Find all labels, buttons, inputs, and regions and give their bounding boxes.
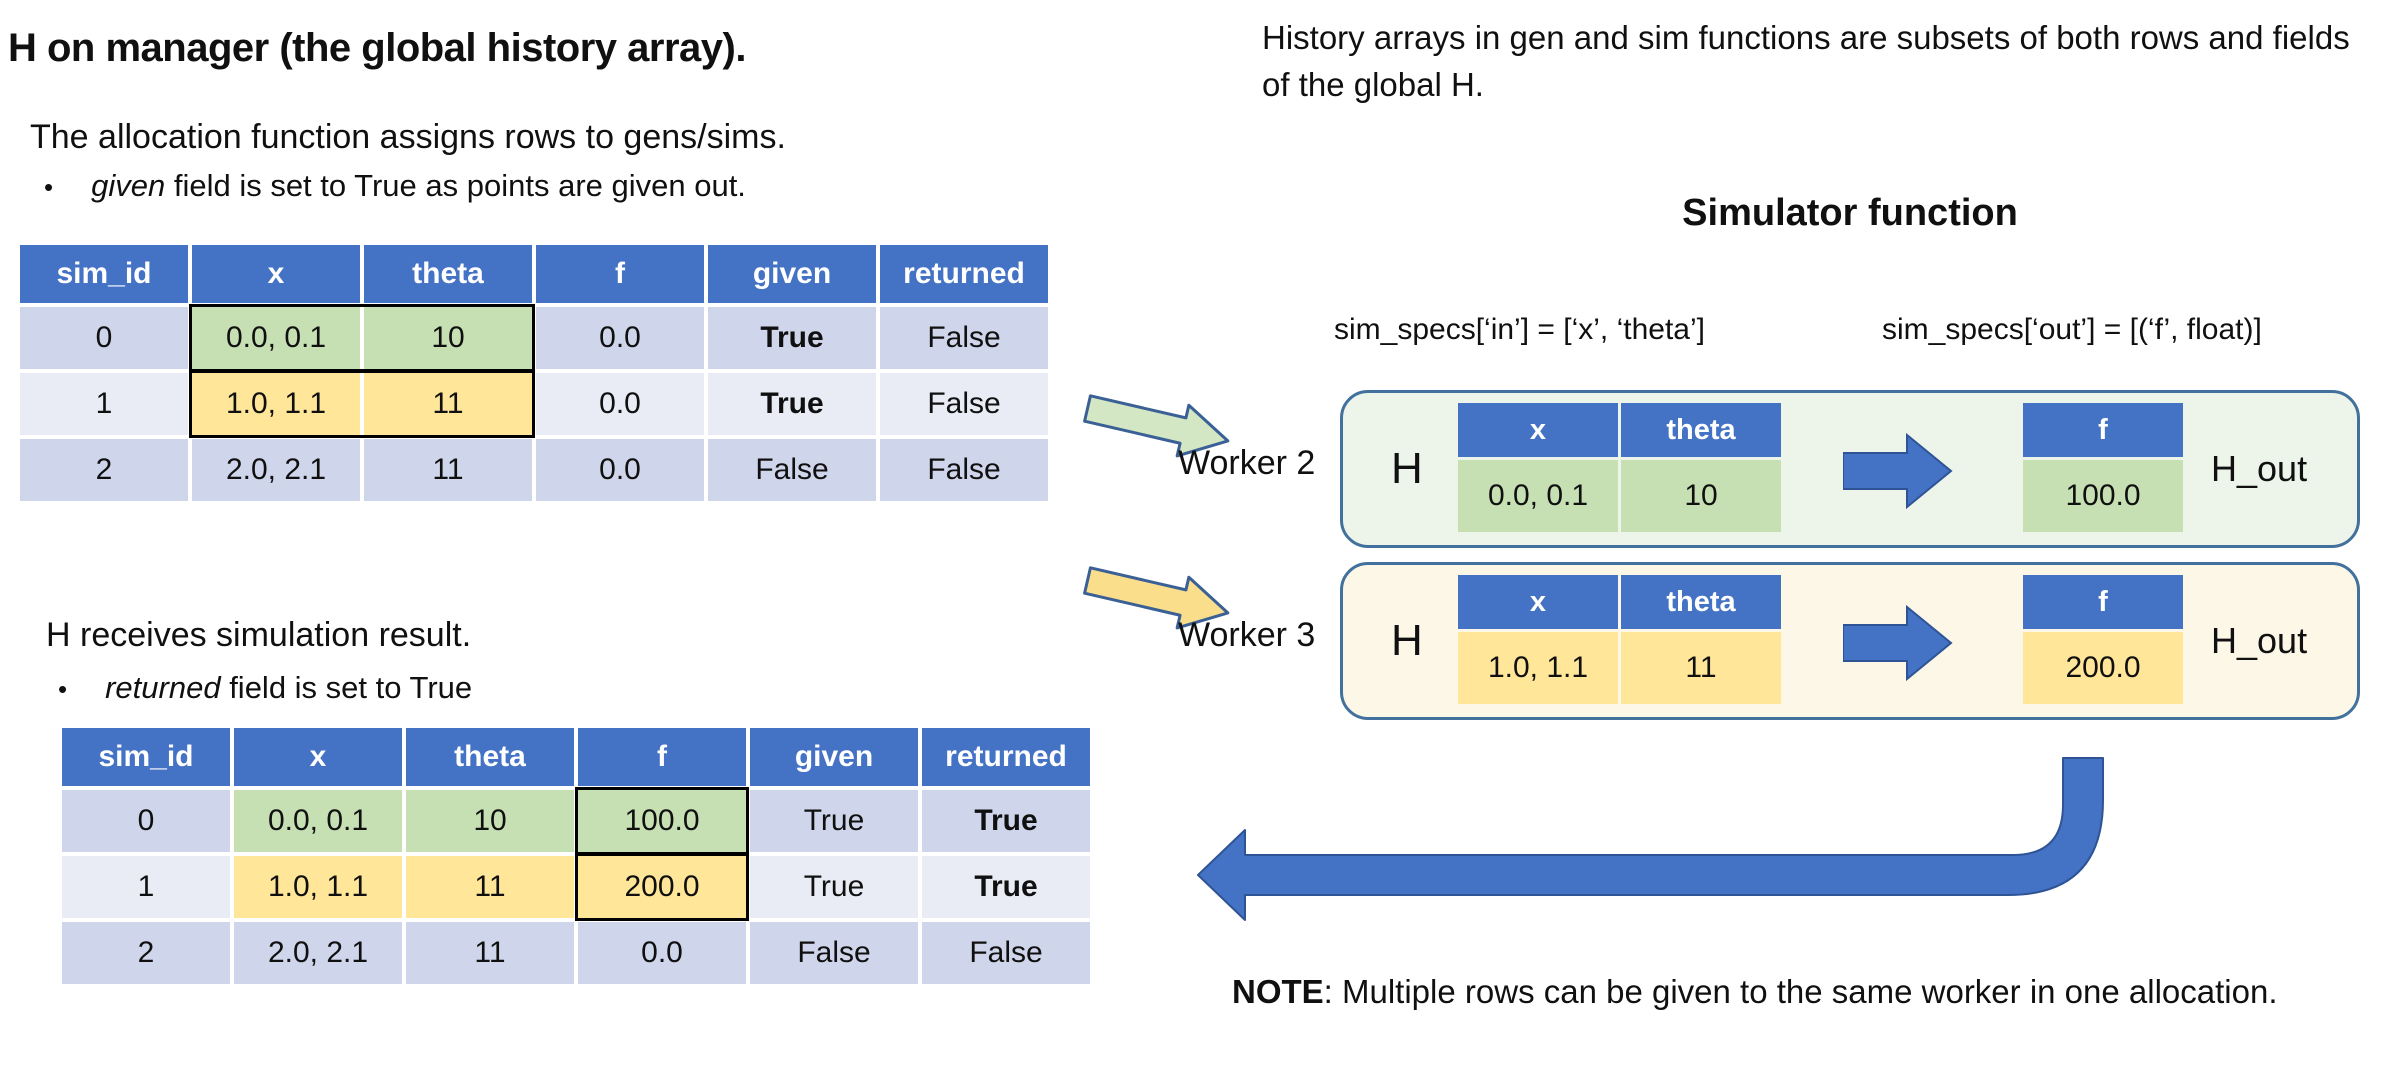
cell-highlight-green: 10 — [1621, 460, 1781, 532]
cell-highlight-yellow: 1.0, 1.1 — [234, 856, 402, 918]
worker2-box: H x theta 0.0, 0.1 10 f 100.0 H_out — [1340, 390, 2360, 548]
column-header: given — [750, 728, 918, 786]
worker2-output-table: f 100.0 — [2023, 403, 2183, 532]
cell-result-yellow: 200.0 — [578, 856, 746, 918]
cell: 0 — [20, 307, 188, 369]
cell: False — [750, 922, 918, 984]
note-text: NOTE: Multiple rows can be given to the … — [1232, 968, 2372, 1015]
column-header: theta — [364, 245, 532, 303]
column-header: f — [2023, 575, 2183, 629]
cell: False — [880, 373, 1048, 435]
cell-returned-true: True — [922, 790, 1090, 852]
column-header: theta — [1621, 403, 1781, 457]
hout-label: H_out — [2211, 620, 2308, 661]
cell-result-green: 100.0 — [578, 790, 746, 852]
column-header: f — [2023, 403, 2183, 457]
sim-specs-in: sim_specs[‘in’] = [‘x’, ‘theta’] — [1334, 313, 1705, 346]
cell: 11 — [406, 922, 574, 984]
column-header: returned — [880, 245, 1048, 303]
compute-arrow-icon — [1842, 604, 1953, 686]
column-header: f — [536, 245, 704, 303]
column-header: x — [1458, 575, 1618, 629]
allocation-heading: The allocation function assigns rows to … — [30, 118, 786, 156]
worker2-input-table: x theta 0.0, 0.1 10 — [1458, 403, 1781, 532]
column-header: given — [708, 245, 876, 303]
history-table-returned: sim_id x theta f given returned 0 0.0, 0… — [62, 728, 1090, 984]
cell-highlight-green: 10 — [364, 307, 532, 369]
cell: False — [922, 922, 1090, 984]
cell: 1 — [62, 856, 230, 918]
receive-heading: H receives simulation result. — [46, 616, 472, 654]
cell: 0.0 — [536, 439, 704, 501]
column-header: x — [1458, 403, 1618, 457]
note-bold: NOTE — [1232, 973, 1324, 1010]
cell-highlight-yellow: 11 — [364, 373, 532, 435]
receive-bullet: • returned field is set to True — [58, 670, 472, 706]
subset-note: History arrays in gen and sim functions … — [1262, 19, 2350, 103]
worker3-box: H x theta 1.0, 1.1 11 f 200.0 H_out — [1340, 562, 2360, 720]
cell-given-true: True — [708, 307, 876, 369]
cell: 2.0, 2.1 — [234, 922, 402, 984]
column-header: returned — [922, 728, 1090, 786]
return-elbow-arrow — [1197, 757, 2104, 921]
cell-highlight-yellow: 1.0, 1.1 — [1458, 632, 1618, 704]
column-header: x — [192, 245, 360, 303]
worker3-output-table: f 200.0 — [2023, 575, 2183, 704]
hout-label: H_out — [2211, 448, 2308, 489]
cell: True — [750, 790, 918, 852]
column-header: x — [234, 728, 402, 786]
receive-bullet-text: returned field is set to True — [105, 670, 473, 705]
cell-highlight-yellow: 11 — [1621, 632, 1781, 704]
h-label: H — [1391, 444, 1423, 493]
cell: 2 — [20, 439, 188, 501]
worker3-input-table: x theta 1.0, 1.1 11 — [1458, 575, 1781, 704]
worker3-label: Worker 3 — [1178, 616, 1316, 654]
column-header: theta — [406, 728, 574, 786]
h-label: H — [1391, 616, 1423, 665]
cell: True — [750, 856, 918, 918]
history-table-allocated: sim_id x theta f given returned 0 0.0, 0… — [20, 245, 1048, 501]
cell-highlight-yellow: 1.0, 1.1 — [192, 373, 360, 435]
column-header: sim_id — [62, 728, 230, 786]
cell-result-green: 100.0 — [2023, 460, 2183, 532]
cell: 1 — [20, 373, 188, 435]
allocation-arrow-green — [1078, 381, 1238, 474]
allocation-arrow-yellow — [1078, 553, 1238, 646]
cell-highlight-yellow: 11 — [406, 856, 574, 918]
column-header: theta — [1621, 575, 1781, 629]
column-header: f — [578, 728, 746, 786]
cell: 11 — [364, 439, 532, 501]
page-title: H on manager (the global history array). — [8, 26, 746, 70]
bullet-icon: • — [58, 674, 68, 704]
simulator-heading: Simulator function — [1682, 192, 2018, 234]
table-grid: sim_id x theta f given returned 0 0.0, 0… — [62, 728, 1090, 984]
cell: False — [708, 439, 876, 501]
sim-specs-out: sim_specs[‘out’] = [(‘f’, float)] — [1882, 313, 2262, 346]
bullet-icon: • — [44, 172, 54, 202]
cell-returned-true: True — [922, 856, 1090, 918]
allocation-bullet: • given field is set to True as points a… — [44, 168, 746, 204]
cell: 2.0, 2.1 — [192, 439, 360, 501]
worker2-label: Worker 2 — [1178, 444, 1316, 482]
cell-given-true: True — [708, 373, 876, 435]
cell: 0.0 — [536, 307, 704, 369]
cell-highlight-green: 0.0, 0.1 — [1458, 460, 1618, 532]
cell: 0.0 — [578, 922, 746, 984]
cell-result-yellow: 200.0 — [2023, 632, 2183, 704]
table-grid: sim_id x theta f given returned 0 0.0, 0… — [20, 245, 1048, 501]
column-header: sim_id — [20, 245, 188, 303]
cell-highlight-green: 0.0, 0.1 — [234, 790, 402, 852]
compute-arrow-icon — [1842, 432, 1953, 514]
cell-highlight-green: 0.0, 0.1 — [192, 307, 360, 369]
note-rest: : Multiple rows can be given to the same… — [1323, 973, 2278, 1010]
cell-highlight-green: 10 — [406, 790, 574, 852]
cell: 0 — [62, 790, 230, 852]
cell: False — [880, 307, 1048, 369]
cell: 2 — [62, 922, 230, 984]
cell: 0.0 — [536, 373, 704, 435]
allocation-bullet-text: given field is set to True as points are… — [91, 168, 746, 203]
cell: False — [880, 439, 1048, 501]
